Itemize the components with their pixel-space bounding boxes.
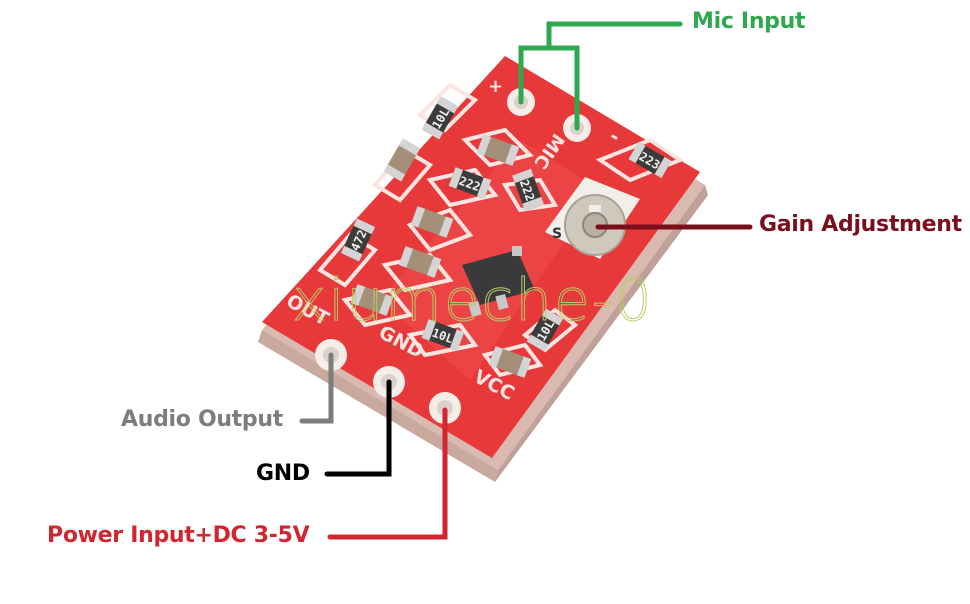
- solder-terminal: [378, 294, 394, 316]
- mic-input-label: Mic Input: [692, 9, 806, 34]
- solder-terminal: [488, 346, 504, 368]
- component-marking: 222: [457, 174, 482, 195]
- mic-callout-line: [518, 21, 683, 131]
- component-marking: 10L: [430, 326, 455, 347]
- solder-terminal: [340, 245, 363, 262]
- solder-terminal: [541, 308, 564, 326]
- solder-terminal: [448, 167, 464, 189]
- audio-callout-line: [299, 352, 334, 424]
- solder-terminal: [504, 144, 520, 166]
- component-marking: 222: [517, 178, 538, 203]
- gnd-callout-line: [324, 379, 392, 477]
- solder-terminal: [449, 329, 465, 351]
- solder-terminal: [516, 356, 532, 378]
- solder-terminal: [476, 134, 492, 156]
- solder-terminal: [522, 196, 544, 212]
- resistor-r4: 223: [628, 141, 672, 179]
- ic-chip: [462, 246, 535, 318]
- solder-terminal: [426, 256, 442, 278]
- resistor-r5: 472: [340, 218, 376, 262]
- trimmer-potentiometer: S: [545, 177, 640, 259]
- gain-adjustment-label: Gain Adjustment: [759, 212, 962, 237]
- watermark: xiumeche-0: [292, 266, 654, 335]
- capacitor-c3: [410, 206, 454, 238]
- audio-output-label: Audio Output: [121, 407, 283, 432]
- solder-terminal: [398, 138, 421, 156]
- power-callout-line: [327, 407, 448, 540]
- capacitor-c4: [398, 246, 442, 278]
- resistor-r6: 10L: [421, 319, 465, 351]
- pot-marking: S: [552, 226, 562, 242]
- solder-terminal: [421, 319, 437, 341]
- solder-terminal: [438, 216, 454, 238]
- gnd-label: GND: [256, 461, 310, 486]
- solder-terminal: [512, 168, 534, 184]
- silk-plus: +: [488, 76, 503, 97]
- capacitor-c6: [488, 346, 532, 378]
- resistor-r1: 10L: [421, 96, 459, 140]
- capacitor-c2: [383, 138, 421, 182]
- solder-terminal: [410, 206, 426, 228]
- solder-terminal: [628, 141, 646, 164]
- solder-terminal: [526, 334, 549, 352]
- board-side: [258, 330, 498, 482]
- solder-terminal: [476, 177, 492, 199]
- capacitor-c5: [350, 284, 394, 316]
- resistor-r7: 10L: [526, 308, 564, 352]
- power-input-label: Power Input+DC 3-5V: [47, 523, 310, 548]
- board-side-right: [495, 185, 708, 482]
- solder-terminal: [436, 96, 459, 114]
- resistor-r3: 222: [512, 168, 544, 212]
- solder-terminal: [383, 164, 406, 182]
- solder-terminal: [654, 156, 672, 179]
- capacitor-c1: [476, 134, 520, 166]
- resistor-r2: 222: [448, 167, 492, 199]
- solder-terminal: [353, 218, 376, 235]
- components-group: 10L 222 222 223 472 10L 10L: [340, 96, 672, 378]
- solder-terminal: [350, 284, 366, 306]
- solder-terminal: [398, 246, 414, 268]
- solder-terminal: [421, 122, 444, 140]
